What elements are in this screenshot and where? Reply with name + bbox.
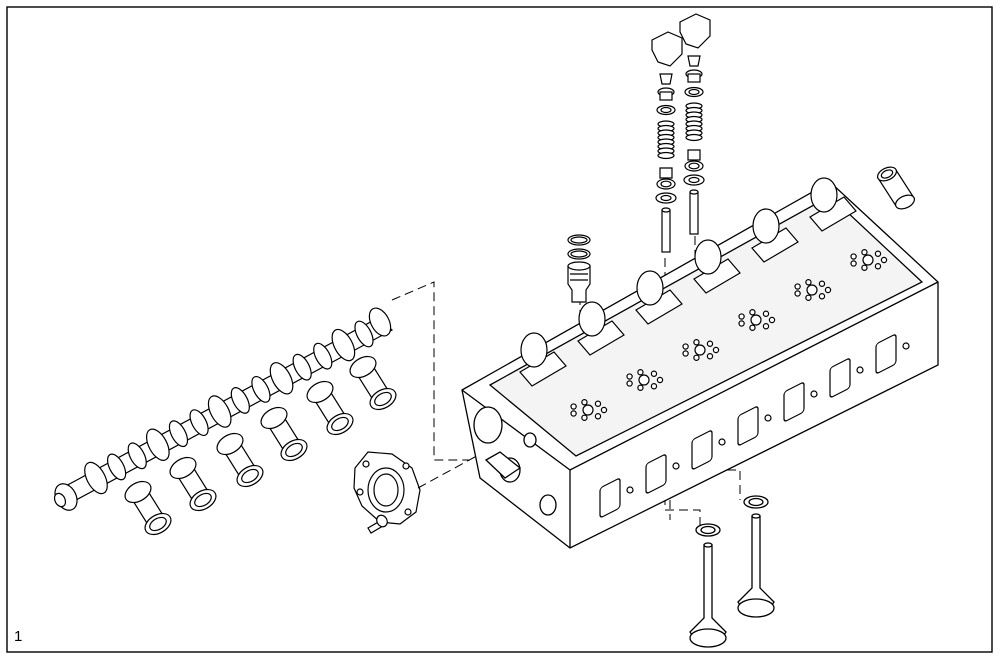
cam-lobe [127,442,147,470]
valve-stem-seal [687,149,701,161]
camshaft-journal [269,362,294,395]
cover-bolt [367,514,388,534]
cam-lobe [230,387,250,414]
cylinder-head [461,177,939,549]
camshaft-bearing-bushing [306,380,354,436]
end-cover-plate [353,451,421,525]
valve-stem-seal [659,167,673,179]
injector-sleeve-assembly [567,234,591,303]
valve-spring [685,102,703,142]
valve-rocker-bridge [651,31,683,67]
cam-lobe [189,409,209,437]
camshaft-journal [145,428,170,461]
intake-valve [689,523,727,648]
cam-lobe [292,353,312,381]
valve-train-stacks [651,13,711,253]
figure-frame [6,6,993,653]
cam-lobe [106,453,127,481]
exhaust-valve [737,495,775,618]
valve-stack [651,31,683,253]
camshaft-bearing-bushing-rear [876,166,916,210]
valve-collet [687,55,701,67]
cam-lobe [168,420,189,448]
camshaft-bearing-bushing [216,432,264,488]
cam-lobe [251,375,271,403]
camshaft-journal [84,461,108,495]
valve-guide [689,191,699,235]
valve-rocker-bridge [679,13,711,49]
camshaft-bearing-bushings [124,355,397,536]
figure-number: 1 [14,628,23,645]
cam-lobe [313,342,333,370]
cam-lobe [354,320,374,348]
camshaft-bearing-bushing [124,480,172,536]
valve-collet [659,73,673,85]
camshaft-bearing-bushing [260,406,308,462]
camshaft-journal [207,395,232,428]
valve-spring [657,120,675,160]
valve-guide [661,209,671,253]
camshaft-bearing-bushing [349,355,397,411]
camshaft-journal [331,328,356,362]
camshaft-bearing-bushing [169,456,217,512]
camshaft [53,307,394,511]
valve-stack [679,13,711,235]
